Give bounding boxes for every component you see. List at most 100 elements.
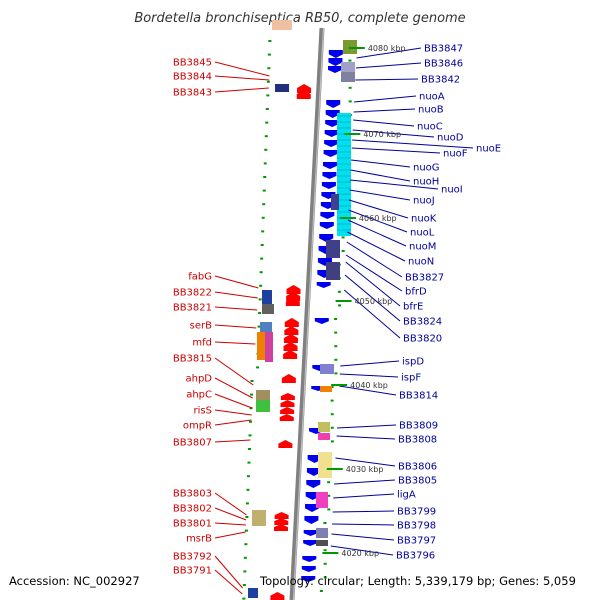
leader-line-right bbox=[352, 139, 474, 149]
gene-label-left: BB3821 bbox=[173, 303, 212, 314]
tick-mark-right bbox=[323, 549, 327, 552]
tick-mark-left bbox=[268, 40, 272, 42]
forward-gene-arrow bbox=[281, 374, 296, 383]
gene-label-right: BB3820 bbox=[403, 334, 442, 345]
tick-mark-left bbox=[263, 176, 267, 178]
gene-label-right: bfrE bbox=[403, 302, 423, 313]
tick-mark-right bbox=[334, 318, 338, 320]
tick-mark-left bbox=[266, 80, 270, 83]
leader-line-right bbox=[339, 373, 399, 378]
reverse-gene-arrow bbox=[322, 172, 337, 179]
gene-label-left: BB3792 bbox=[173, 552, 212, 563]
leader-line-right bbox=[347, 219, 407, 247]
gene-label-right: BB3847 bbox=[424, 44, 463, 55]
tick-mark-left bbox=[250, 380, 254, 382]
gene-label-right: nuoI bbox=[441, 185, 463, 196]
right-gene-labels: BB3847BB3846BB3842nuoAnuoBnuoCnuoDnuoEnu… bbox=[396, 44, 501, 562]
topology-text: Topology: circular; Length: 5,339,179 bp… bbox=[259, 574, 576, 588]
forward-gene-arrow bbox=[285, 298, 300, 306]
leader-line-left bbox=[214, 61, 270, 77]
leader-line-right bbox=[331, 523, 395, 526]
tick-mark-left bbox=[263, 162, 267, 165]
tick-mark-right bbox=[330, 413, 334, 416]
gene-block-mfd-b bbox=[265, 332, 273, 362]
tick-mark-left bbox=[250, 393, 254, 396]
forward-gene-arrow bbox=[283, 342, 298, 351]
gene-label-left: BB3843 bbox=[173, 88, 212, 99]
leader-line-left bbox=[214, 555, 244, 589]
tick-mark-left bbox=[261, 216, 265, 219]
forward-gene-arrow bbox=[296, 90, 311, 99]
forward-gene-arrow bbox=[286, 285, 301, 294]
tick-mark-left bbox=[267, 53, 271, 56]
gene-block-bb3802 bbox=[252, 510, 266, 526]
gene-label-right: nuoB bbox=[418, 105, 444, 116]
leader-line-right bbox=[355, 78, 419, 81]
leader-line-right bbox=[336, 424, 397, 429]
reverse-gene-arrow bbox=[304, 516, 319, 524]
gene-label-right: ispD bbox=[402, 357, 424, 368]
tick-mark-left bbox=[249, 407, 253, 410]
forward-gene-arrow bbox=[274, 518, 289, 525]
gene-block-bb3821 bbox=[262, 304, 274, 314]
tick-mark-left bbox=[262, 203, 266, 206]
gene-label-left: msrB bbox=[186, 534, 212, 545]
reverse-gene-arrow bbox=[305, 504, 320, 512]
leader-line-left bbox=[214, 324, 257, 329]
reverse-gene-arrow bbox=[325, 110, 340, 118]
leader-line-left bbox=[214, 291, 258, 299]
gene-block-bb3843 bbox=[275, 84, 289, 92]
left-gene-labels: BB3845BB3844BB3843fabGBB3822BB3821serBmf… bbox=[173, 58, 212, 577]
gene-label-left: BB3802 bbox=[173, 504, 212, 515]
leader-line-right bbox=[340, 360, 400, 367]
gene-block-bb3806 bbox=[318, 452, 332, 478]
tick-mark-right bbox=[341, 236, 345, 239]
tick-mark-right bbox=[334, 372, 338, 375]
forward-gene-arrow bbox=[283, 350, 298, 359]
gene-block-bb3822 bbox=[262, 290, 272, 304]
tick-mark-right bbox=[323, 562, 327, 565]
tick-mark-left bbox=[256, 366, 260, 369]
forward-gene-arrow bbox=[273, 524, 288, 531]
leader-line-right bbox=[354, 95, 417, 103]
leader-line-left bbox=[214, 87, 269, 93]
leader-line-left bbox=[214, 341, 256, 345]
gene-block-nuon bbox=[326, 240, 340, 258]
tick-mark-left bbox=[260, 244, 264, 246]
kbp-label: 4070 kbp bbox=[363, 130, 401, 139]
reverse-gene-arrow bbox=[319, 222, 334, 229]
leader-line-right bbox=[345, 261, 401, 307]
gene-label-right: BB3796 bbox=[396, 551, 435, 562]
leader-line-left bbox=[214, 357, 254, 386]
leader-line-left bbox=[214, 531, 246, 539]
leader-line-left bbox=[214, 275, 259, 289]
leader-line-right bbox=[351, 147, 441, 154]
forward-gene-arrow bbox=[278, 440, 293, 448]
forward-gene-arrow bbox=[286, 292, 301, 301]
gene-block-nuok bbox=[331, 194, 339, 210]
gene-label-right: nuoD bbox=[437, 133, 464, 144]
gene-block-top bbox=[272, 20, 292, 30]
tick-mark-right bbox=[327, 481, 331, 484]
gene-block-bb3808 bbox=[318, 433, 330, 440]
kbp-label: 4040 kbp bbox=[350, 381, 388, 390]
gene-label-right: BB3809 bbox=[399, 421, 438, 432]
forward-gene-arrow bbox=[284, 326, 299, 335]
gene-label-right: BB3842 bbox=[421, 75, 460, 86]
tick-mark-left bbox=[247, 461, 251, 464]
reverse-gene-arrow bbox=[321, 182, 336, 189]
gene-label-left: ahpD bbox=[185, 374, 212, 385]
gene-block-ahpd bbox=[256, 390, 270, 400]
tick-mark-left bbox=[243, 570, 247, 573]
tick-mark-right bbox=[334, 345, 338, 348]
gene-label-right: nuoL bbox=[410, 228, 435, 239]
tick-mark-left bbox=[258, 312, 262, 314]
tick-mark-left bbox=[259, 271, 263, 274]
forward-gene-arrow bbox=[280, 400, 295, 407]
gene-label-right: nuoH bbox=[413, 177, 439, 188]
reverse-gene-arrow bbox=[328, 58, 343, 66]
leader-line-right bbox=[356, 47, 422, 59]
reverse-gene-arrow bbox=[324, 140, 339, 147]
